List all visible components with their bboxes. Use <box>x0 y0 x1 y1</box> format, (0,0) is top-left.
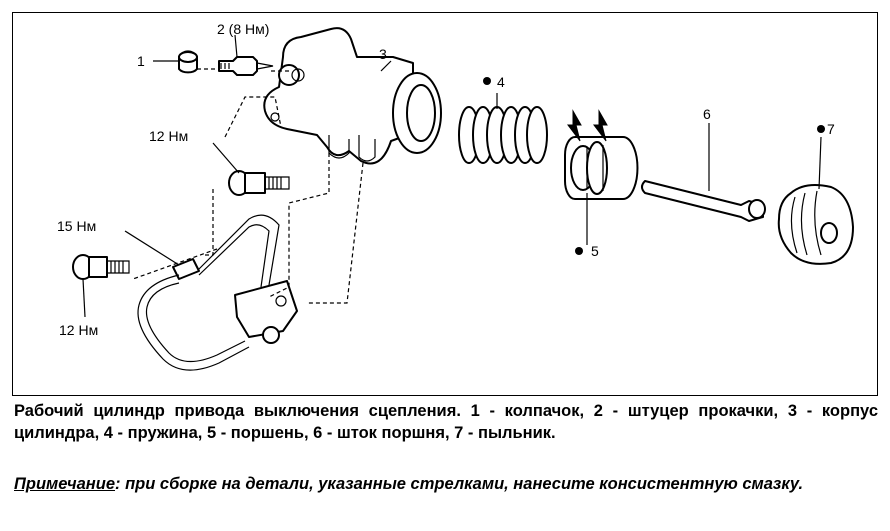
leader-torque-a <box>212 142 240 174</box>
spring-part <box>458 106 548 164</box>
label-part-1: 1 <box>137 53 145 69</box>
label-part-5: 5 <box>591 243 599 259</box>
piston-part <box>564 136 639 200</box>
grease-arrow-2 <box>593 109 608 142</box>
pushrod-part <box>641 180 766 222</box>
bolt-lower <box>72 254 130 280</box>
leader-3 <box>380 60 392 72</box>
exploded-diagram: 1 2 (8 Нм) 3 4 5 <box>57 21 854 371</box>
label-part-4: 4 <box>497 74 505 90</box>
label-torque-a: 12 Нм <box>149 128 188 144</box>
figure-caption: Рабочий цилиндр привода выключения сцепл… <box>14 402 878 442</box>
label-torque-c: 12 Нм <box>59 322 98 338</box>
leader-torque-b <box>124 230 180 266</box>
assembly-guides <box>132 68 364 304</box>
grease-dot-7 <box>817 125 825 133</box>
leader-2 <box>234 34 238 58</box>
grease-dot-5 <box>575 247 583 255</box>
cylinder-body <box>263 27 442 165</box>
leader-7 <box>818 136 822 190</box>
assembly-note: Примечание: при сборке на детали, указан… <box>14 474 878 495</box>
hose-assembly <box>137 214 298 371</box>
grease-arrow-1 <box>567 109 582 142</box>
label-part-7: 7 <box>827 121 835 137</box>
cap-part <box>178 50 198 74</box>
label-torque-b: 15 Нм <box>57 218 96 234</box>
note-text: : при сборке на детали, указанные стрелк… <box>115 475 804 493</box>
note-label: Примечание <box>14 475 116 493</box>
grease-dot-4 <box>483 77 491 85</box>
leader-torque-c <box>82 278 86 318</box>
label-part-2: 2 (8 Нм) <box>217 21 269 37</box>
label-part-6: 6 <box>703 106 711 122</box>
bleeder-part <box>218 56 274 76</box>
dust-boot-part <box>777 184 854 265</box>
figure-frame: 1 2 (8 Нм) 3 4 5 <box>12 12 878 396</box>
bolt-upper <box>228 170 290 196</box>
label-part-3: 3 <box>379 46 387 62</box>
